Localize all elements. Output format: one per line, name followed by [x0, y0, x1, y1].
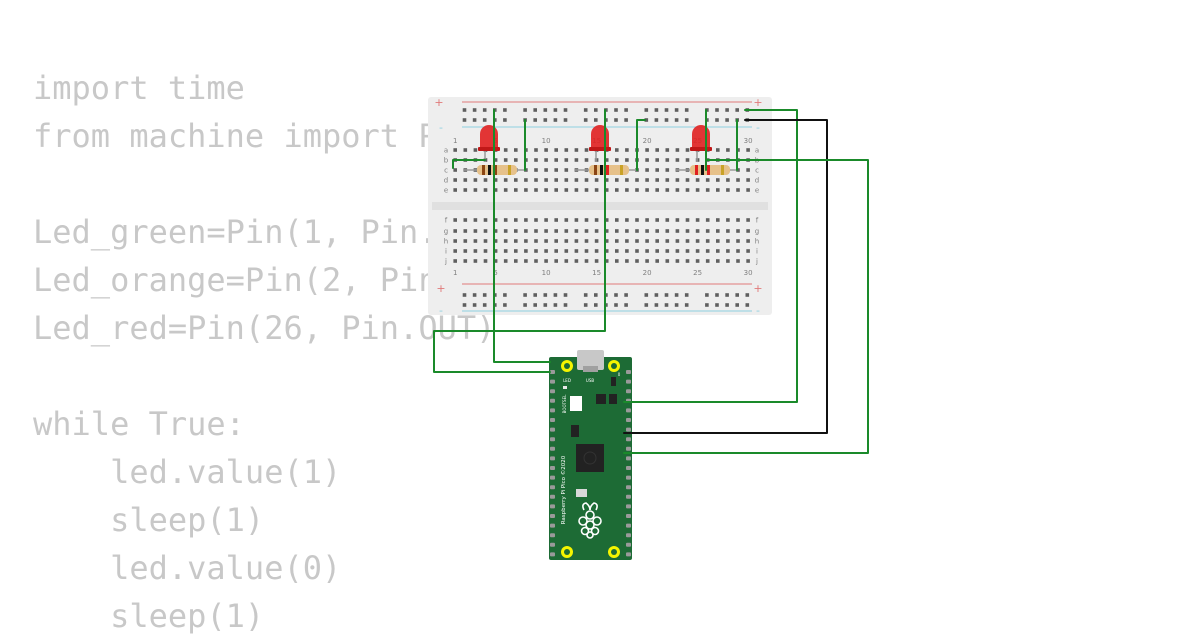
- top-rail-plus-left: +: [434, 96, 443, 109]
- row-label: e: [444, 187, 448, 195]
- row-label: g: [755, 228, 759, 236]
- pico-pin-label: 0: [618, 372, 621, 377]
- row-label: h: [755, 238, 759, 246]
- wire-led1-jumper[interactable]: [452, 159, 486, 169]
- wire-led1-to-pico[interactable]: [493, 109, 551, 363]
- column-label: 15: [592, 269, 601, 277]
- wire-led2-cathode-jumper[interactable]: [636, 119, 646, 171]
- row-label: a: [755, 147, 759, 155]
- pico-small-chip-1: [611, 377, 616, 386]
- pico-crystal: [576, 489, 587, 497]
- column-label: 30: [744, 269, 753, 277]
- pico-small-chip-2: [596, 394, 606, 404]
- pico-led: [563, 386, 567, 389]
- pico-small-chip-3: [609, 394, 617, 404]
- column-label: 1: [453, 137, 457, 145]
- raspberry-pi-pico[interactable]: LED USB 0 BOOTSEL Raspberry Pi Pico ©202…: [549, 350, 632, 560]
- column-label: 10: [542, 137, 551, 145]
- bottom-rail-plus-left: +: [436, 282, 445, 295]
- pico-silkscreen-label: Raspberry Pi Pico ©2020: [560, 455, 567, 524]
- wire-led3-to-pico[interactable]: [623, 159, 869, 454]
- row-label: g: [444, 228, 448, 236]
- column-label: 1: [453, 269, 457, 277]
- code-line: import time: [33, 69, 245, 107]
- wire-led2-to-pico[interactable]: [433, 109, 606, 373]
- row-label: h: [444, 238, 448, 246]
- code-line: led.value(1): [33, 453, 342, 491]
- pico-usb-label: USB: [586, 378, 594, 383]
- row-label: d: [755, 177, 759, 185]
- code-line: led.value(0): [33, 549, 342, 587]
- bottom-rail-plus-right: +: [753, 282, 762, 295]
- pico-usb-connector: [577, 350, 604, 372]
- top-rail-minus-right: -: [756, 121, 760, 134]
- pico-pin-headers: [550, 370, 631, 557]
- wires: [433, 109, 869, 454]
- row-label: d: [444, 177, 448, 185]
- column-label: 20: [643, 269, 652, 277]
- code-line: Led_red=Pin(26, Pin.OUT): [33, 309, 496, 347]
- pico-led-label: LED: [563, 378, 571, 383]
- resistor-2[interactable]: [575, 165, 637, 175]
- code-line: while True:: [33, 405, 245, 443]
- column-label: 10: [542, 269, 551, 277]
- pico-bootsel-label: BOOTSEL: [562, 394, 567, 413]
- row-label: c: [444, 167, 448, 175]
- top-rail-minus-left: -: [439, 121, 443, 134]
- code-line: sleep(1): [33, 501, 265, 539]
- row-label: i: [445, 248, 447, 256]
- code-line: sleep(1): [33, 597, 265, 635]
- row-label: e: [755, 187, 759, 195]
- row-label: a: [444, 147, 448, 155]
- row-label: j: [444, 258, 447, 266]
- pico-bootsel-button[interactable]: [570, 396, 582, 411]
- column-label: 20: [643, 137, 652, 145]
- column-label: 30: [744, 137, 753, 145]
- wire-rail-to-pico-green[interactable]: [623, 109, 798, 403]
- pico-rp2040-chip: [576, 444, 604, 472]
- bottom-rail-minus-left: -: [439, 304, 443, 317]
- top-rail-plus-right: +: [753, 96, 762, 109]
- breadboard-center-channel: [432, 202, 768, 210]
- pico-flash-chip: [571, 425, 579, 437]
- row-label: b: [444, 157, 449, 165]
- bottom-rail-minus-right: -: [756, 304, 760, 317]
- row-label: i: [756, 248, 758, 256]
- row-label: f: [756, 217, 759, 225]
- row-label: c: [755, 167, 759, 175]
- column-label: 5: [493, 269, 497, 277]
- row-label: j: [755, 258, 758, 266]
- column-label: 25: [693, 269, 702, 277]
- wire-ground-to-pico-black[interactable]: [623, 119, 828, 434]
- raspberry-logo-icon: [578, 502, 602, 539]
- row-label: f: [445, 217, 448, 225]
